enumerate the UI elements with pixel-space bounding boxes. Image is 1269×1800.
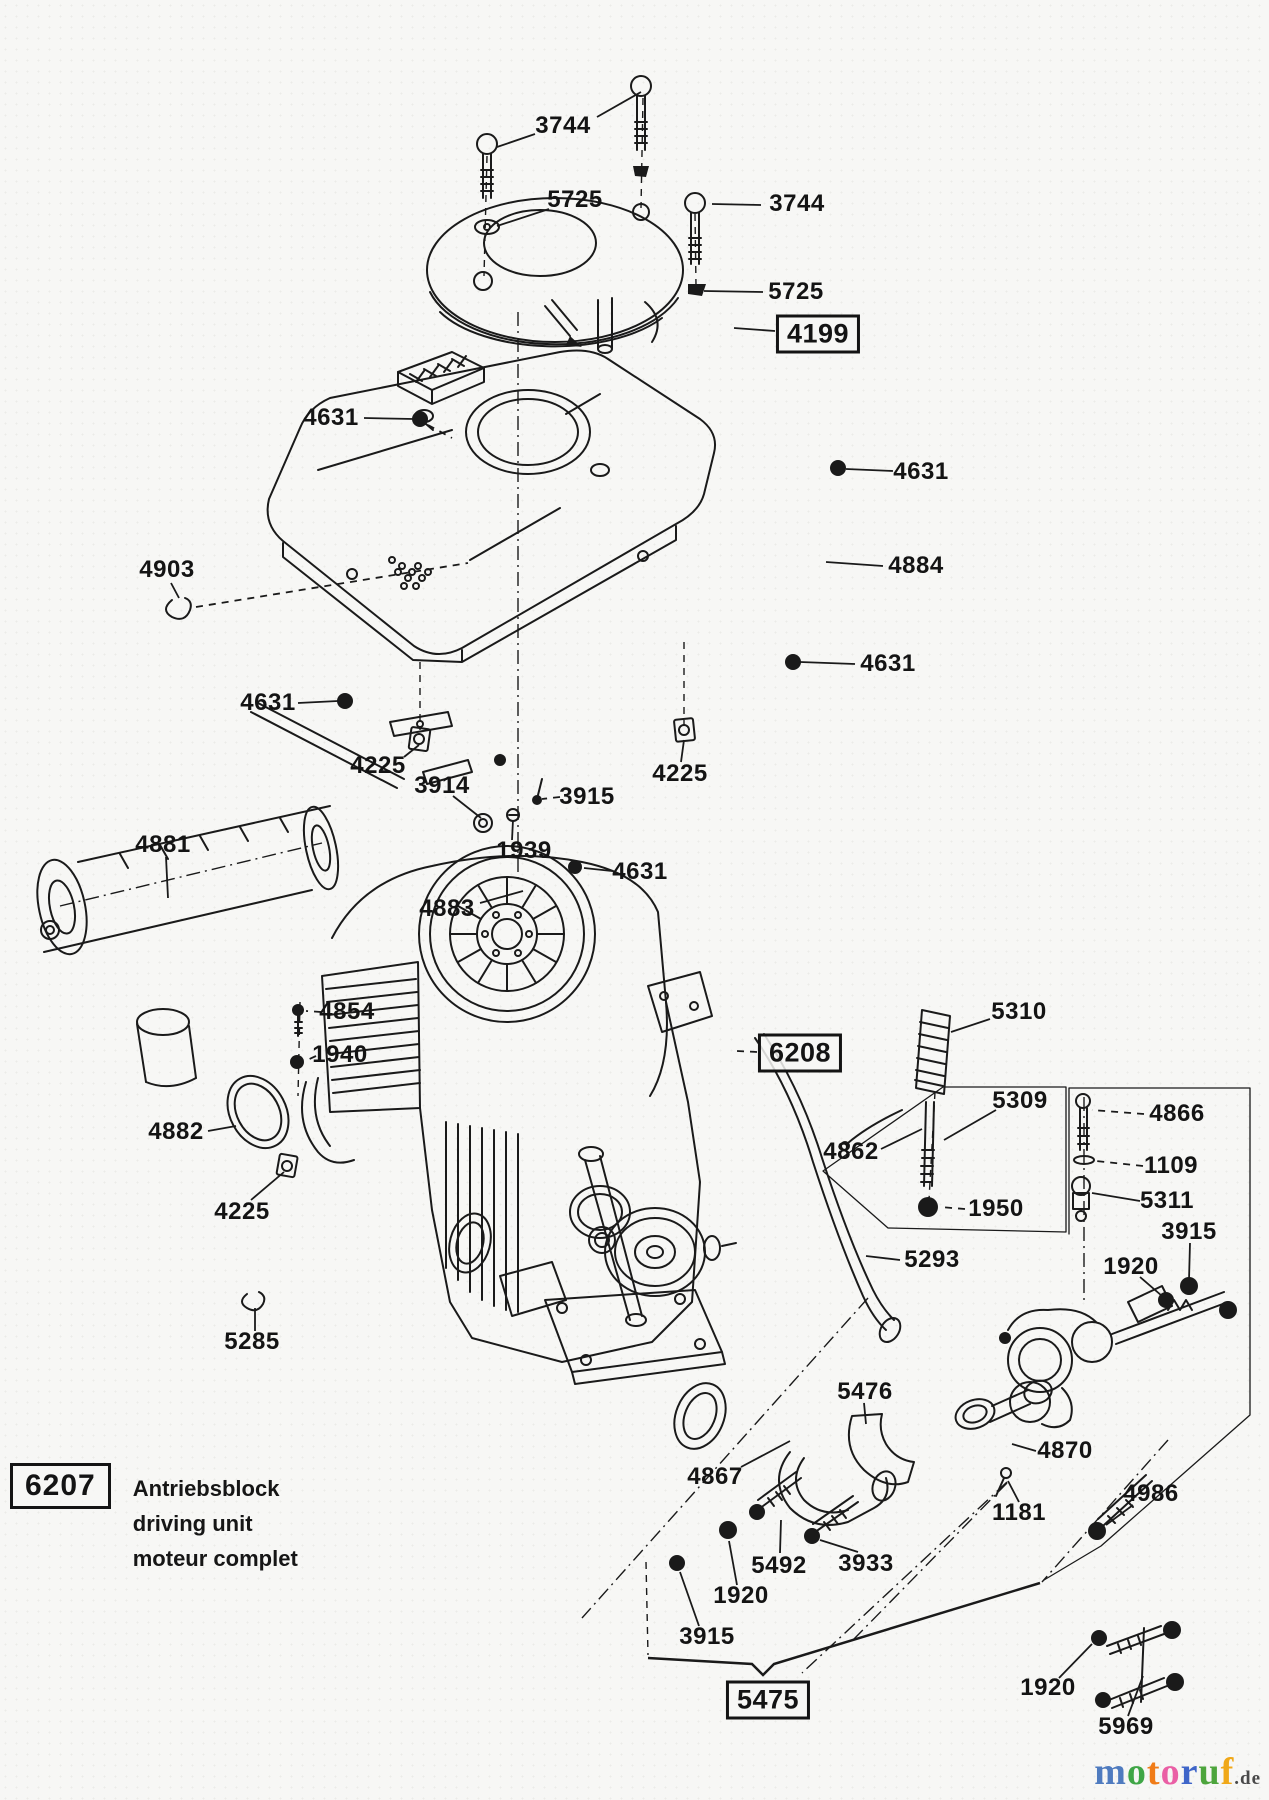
group-callout-6207: 6207 [10,1463,111,1509]
bolt-3744-center-drawing [631,76,651,177]
inset-panel-carb [1044,1088,1250,1580]
gasket-4867-drawing [665,1375,735,1456]
governor-arm-drawing [841,1110,902,1150]
logo-letter-o: o [1160,1751,1181,1793]
gasket-5476-drawing [849,1414,914,1484]
blower-housing-drawing [332,846,667,1096]
fitting-5311-drawing [1072,1177,1090,1221]
bolt-4986-drawing [1088,1475,1152,1540]
screw-4854-drawing [292,1004,304,1036]
inset-panel-spring [823,1087,1066,1232]
logo-letter-u: u [1198,1751,1221,1793]
bolt-3933-drawing [804,1496,858,1544]
heat-shield-drawing [251,703,506,788]
screws-4631-drawing [337,411,846,874]
logo-letter-t: t [1146,1751,1161,1793]
motoruf-logo: motoruf.de [1094,1750,1261,1794]
mount-plate-drawing [545,1290,725,1384]
clamp-ring-4882-drawing [215,1065,300,1158]
vent-holes-drawing [389,557,431,589]
housing-top-drawing [268,351,715,662]
pulley-drawing [570,1186,736,1296]
clip-4903-drawing [166,598,191,619]
housing-bracket-drawing [648,972,712,1032]
side-bracket-drawing [302,1078,354,1163]
ball-3915-right-drawing [1180,1277,1198,1295]
screw-3915-mid-drawing [532,779,542,805]
recoil-cover-drawing [427,198,683,353]
pin-1181-drawing [996,1468,1011,1496]
nut-3915-bottom-drawing [669,1555,685,1571]
carburetor-drawing [999,1286,1237,1427]
legend-line-fr: moteur complet [132,1546,298,1571]
washer-3914-drawing [474,814,492,832]
logo-letter-f: f [1220,1751,1235,1793]
hose-5293-drawing [755,1034,905,1346]
legend-line-de: Antriebsblock [132,1476,280,1501]
nut-1940-drawing [290,1055,304,1069]
nut-1950-drawing [918,1197,938,1217]
logo-letter-m: m [1094,1751,1127,1793]
bolt-5309-drawing [921,1102,934,1186]
elbow-4870-drawing [951,1377,1055,1434]
group-brace-5475 [648,1583,1040,1675]
intake-parts-drawing [443,1209,615,1316]
nut-1920-bottom-left-drawing [719,1521,737,1539]
clip-nuts-4225-drawing [276,718,695,1177]
bolt-5492-drawing [749,1472,801,1520]
manifold-pipe-drawing [779,1452,899,1525]
motoruf-wordmark: motoruf [1094,1751,1234,1793]
screw-1939-point-drawing [507,809,519,821]
muffler-drawing [30,804,345,959]
leader-lines-layer [166,92,1190,1716]
engine-block-drawing [420,1002,700,1362]
legend-line-en: driving unit [132,1511,253,1536]
construction-lines-layer [60,98,1168,1673]
terminal-block-drawing [398,352,484,404]
logo-letter-o: o [1126,1751,1147,1793]
bolts-5969-drawing [1091,1621,1184,1708]
cooling-fins-drawing [322,962,420,1112]
logo-letter-r: r [1180,1751,1199,1793]
motoruf-domain-suffix: .de [1234,1768,1261,1789]
screw-4866-drawing [1076,1094,1090,1150]
legend-text: Antriebsblock driving unit moteur comple… [133,1471,298,1576]
legend-6207: 6207 Antriebsblock driving unit moteur c… [10,1463,298,1576]
clip-5285-drawing [242,1292,264,1310]
exhaust-stub-drawing [137,1009,196,1086]
spring-5310-drawing [915,1010,950,1094]
